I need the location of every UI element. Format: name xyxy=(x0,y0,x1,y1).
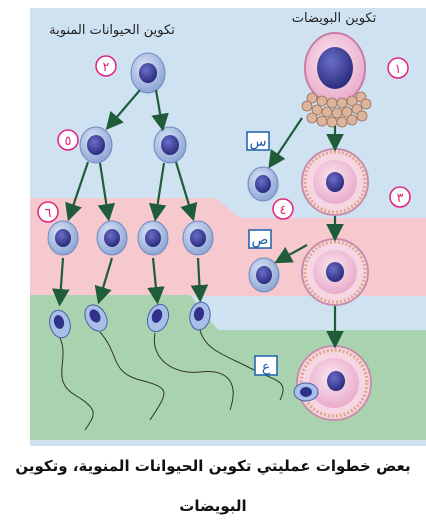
label-seen-text: س xyxy=(249,134,266,150)
step-number-5: ٥ xyxy=(57,129,79,151)
sperm-cell-1 xyxy=(49,309,94,431)
label-sad: ص xyxy=(248,229,272,249)
step-number-1-text: ١ xyxy=(395,62,402,77)
spermatid-3 xyxy=(137,220,169,256)
step-number-2-text: ٢ xyxy=(103,60,110,75)
sperm-cell-2 xyxy=(84,304,165,421)
secondary-follicle xyxy=(301,238,369,306)
label-ain-text: ع xyxy=(262,359,271,375)
spermatogonium-cell xyxy=(130,52,166,94)
step-number-4: ٤ xyxy=(272,198,294,220)
follicle-cell-cluster xyxy=(301,91,372,128)
label-sad-text: ص xyxy=(252,232,269,248)
step-number-3: ٣ xyxy=(389,186,411,208)
step-number-3-text: ٣ xyxy=(397,191,404,206)
polar-body-2 xyxy=(248,257,280,293)
spermatogenesis-title: تكوين الحيوانات المنوية xyxy=(49,23,175,38)
oogenesis-title: تكوين البويضات xyxy=(292,11,377,26)
gametogenesis-diagram: تكوين الحيوانات المنوية تكوين البويضات xyxy=(30,8,426,446)
step-number-5-text: ٥ xyxy=(65,134,72,149)
step-number-1: ١ xyxy=(387,57,409,79)
primary-spermatocyte-right xyxy=(153,126,187,164)
label-ain: ع xyxy=(254,355,278,376)
spermatid-4 xyxy=(182,220,214,256)
polar-body-1 xyxy=(247,166,279,202)
figure-caption: بعض خطوات عمليتي تكوين الحيوانات المنوية… xyxy=(15,457,411,515)
step-number-4-text: ٤ xyxy=(280,203,287,218)
spermatid-1 xyxy=(47,220,79,256)
mature-ovum xyxy=(293,345,372,421)
primary-spermatocyte-left xyxy=(79,126,113,164)
arrow-down-icon xyxy=(52,89,209,307)
sperm-cell-3 xyxy=(146,303,234,411)
label-seen: س xyxy=(246,131,270,151)
diagram-stage: تكوين الحيوانات المنوية تكوين البويضات xyxy=(15,8,426,515)
step-number-2: ٢ xyxy=(95,55,117,77)
primary-oocyte-top xyxy=(304,32,366,104)
step-number-6-text: ٦ xyxy=(45,206,52,221)
arrow-down-icon xyxy=(268,117,344,349)
primary-follicle xyxy=(301,148,369,216)
spermatid-2 xyxy=(96,220,128,256)
step-number-6: ٦ xyxy=(37,201,59,223)
sperm-cell-4 xyxy=(189,301,284,401)
